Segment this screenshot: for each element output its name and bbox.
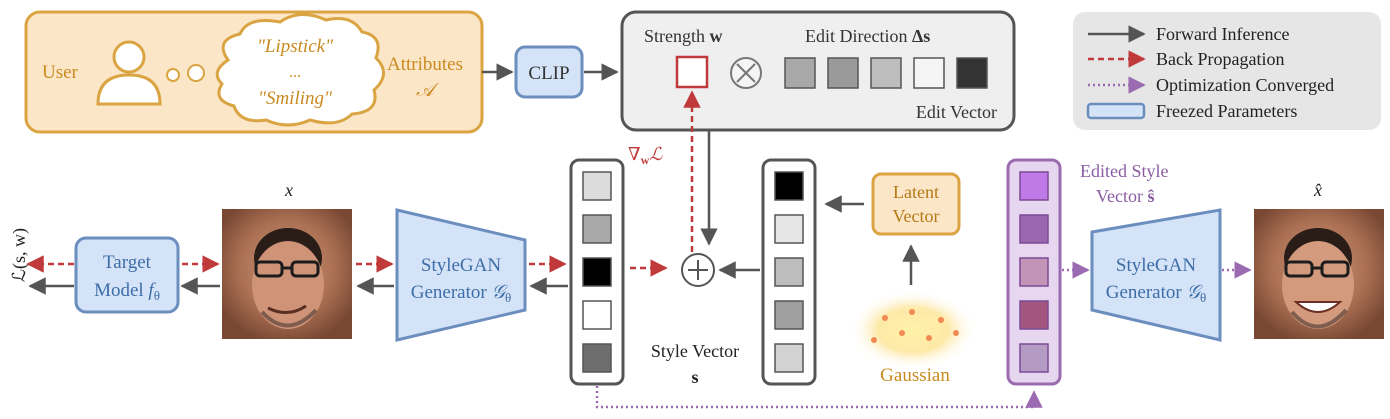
gradient-label: ∇wℒ [628,144,663,167]
legend: Forward Inference Back Propagation Optim… [1073,12,1381,130]
gen-right-line1: StyleGAN [1116,255,1197,276]
edit-direction-cell-1 [784,57,816,89]
user-label: User [42,62,79,83]
style-vector-column [569,158,625,386]
edit-direction-cell-3 [870,57,902,89]
latent-line1: Latent [893,182,939,202]
legend-forward-label: Forward Inference [1156,24,1289,44]
edited-style-cell-4 [1019,300,1049,330]
legend-back-label: Back Propagation [1156,49,1284,69]
edited-style-cell-1 [1019,171,1049,201]
clip-label: CLIP [528,63,569,84]
edit-panel-box [620,10,1016,132]
edit-vector-panel: Strength w Edit Direction Δs Edit Vector [620,10,1016,132]
latent-vector-cells [774,171,804,373]
edit-direction-cell-4 [913,57,945,89]
thought-dot-large [187,64,205,82]
edit-direction-cell-2 [827,57,859,89]
edit-direction-cells [784,57,988,89]
gaussian-blob [849,290,977,370]
edited-style-column [1006,158,1062,386]
legend-box [1073,12,1381,130]
thought-cloud [215,13,385,127]
strength-label: Strength w [644,26,723,46]
latent-vector-column [761,158,817,386]
legend-converged-label: Optimization Converged [1156,75,1334,95]
oplus-operator [681,253,715,287]
edited-style-line2: Vector ŝ [1096,186,1155,206]
arrow-converged-style-to-edited [595,386,1043,409]
edited-style-line1: Edited Style [1080,161,1169,181]
style-vector-cells [582,171,612,373]
edit-vector-label: Edit Vector [916,102,997,122]
otimes-stroke-b [736,63,756,83]
strength-cell [675,55,709,89]
target-model-line2: Model fθ [94,280,160,303]
style-vector-cell-5 [582,343,612,373]
thought-lipstick: "Lipstick" [257,36,334,57]
clip-box: CLIP [514,45,584,99]
style-vector-cell-2 [582,214,612,244]
x-label: x [284,180,293,200]
gen-left-line2: Generator 𝒢θ [411,282,511,305]
target-model-line1: Target [103,252,152,273]
direction-label: Edit Direction Δs [805,26,930,46]
legend-freezed-swatch [1086,102,1146,120]
face-image-x-hat [1254,209,1384,339]
latent-vector-cell-1 [774,171,804,201]
edited-style-cell-5 [1019,343,1049,373]
edit-direction-cell-5 [956,57,988,89]
stylegan-generator-left: StyleGAN Generator 𝒢θ [395,208,527,342]
latent-vector-cell-5 [774,343,804,373]
style-vector-label: Style Vector [651,341,739,361]
edited-style-cell-2 [1019,214,1049,244]
latent-vector-box: Latent Vector [871,172,961,236]
latent-line2: Vector [893,206,940,226]
loss-label: ℒ(s, w) [9,228,30,282]
latent-vector-cell-4 [774,300,804,330]
style-vector-symbol: s [691,367,698,387]
thought-dot-small [166,68,180,82]
face-image-x [222,209,352,339]
legend-freezed-label: Freezed Parameters [1156,101,1297,121]
stylegan-generator-right: StyleGAN Generator 𝒢θ [1090,208,1222,342]
user-icon [96,40,162,106]
style-vector-cell-4 [582,300,612,330]
user-attributes-panel: User "Lipstick" ... "Smiling" Attributes… [24,10,484,134]
latent-vector-cell-3 [774,257,804,287]
gen-right-line2: Generator 𝒢θ [1106,282,1206,305]
latent-vector-cell-2 [774,214,804,244]
style-vector-cell-3 [582,257,612,287]
target-model-box: Target Model fθ [74,236,180,314]
style-vector-cell-1 [582,171,612,201]
thought-ellipsis: ... [289,64,301,81]
edited-style-cell-3 [1019,257,1049,287]
x-hat-label: x̂ [1313,180,1322,200]
gaussian-label: Gaussian [880,365,950,386]
edited-style-cells [1019,171,1049,373]
thought-smiling: "Smiling" [258,88,333,109]
gen-left-line1: StyleGAN [421,255,502,276]
attributes-label: Attributes [387,54,463,75]
